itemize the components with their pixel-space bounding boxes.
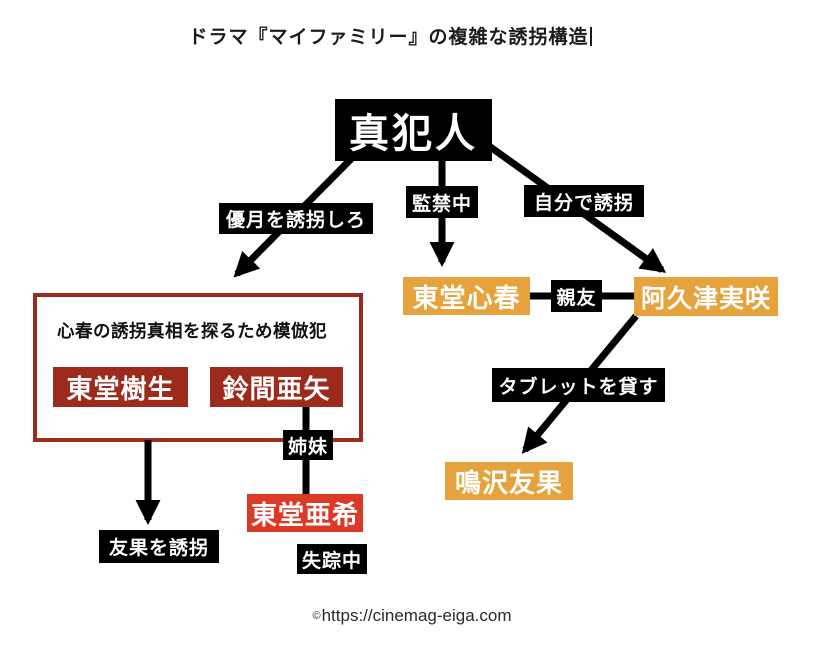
node-todo-mikio: 東堂樹生 xyxy=(53,367,188,407)
credit-url: https://cinemag-eiga.com xyxy=(321,606,512,625)
page-title-text: ドラマ『マイファミリー』の複雑な誘拐構造 xyxy=(188,27,589,48)
text-cursor xyxy=(589,27,592,46)
credit: ©https://cinemag-eiga.com xyxy=(0,606,824,626)
edge-label-sisters: 姉妹 xyxy=(283,430,333,460)
edge-label-best-friend: 親友 xyxy=(551,280,602,312)
page-title: ドラマ『マイファミリー』の複雑な誘拐構造 xyxy=(0,22,780,49)
edge-label-confined: 監禁中 xyxy=(406,186,478,218)
node-todo-koharu: 東堂心春 xyxy=(403,277,530,315)
node-true-culprit: 真犯人 xyxy=(335,99,492,161)
edge-label-kidnap-yuzuki: 優月を誘拐しろ xyxy=(219,203,373,234)
edge-label-lend-tablet: タブレットを貸す xyxy=(492,368,665,402)
copycat-group-caption: 心春の誘拐真相を探るため模倣犯 xyxy=(57,321,327,341)
node-narusawa-yuka: 鳴沢友果 xyxy=(445,462,573,500)
edge-label-kidnap-yuka: 友果を誘拐 xyxy=(99,530,219,563)
node-todo-aki: 東堂亜希 xyxy=(247,494,363,532)
edge-label-missing: 失踪中 xyxy=(297,544,367,574)
node-suzuma-aya: 鈴間亜矢 xyxy=(210,367,343,407)
copyright-symbol: © xyxy=(312,610,321,622)
edge-label-self-kidnap: 自分で誘拐 xyxy=(524,185,644,217)
node-akutsu-misaki: 阿久津実咲 xyxy=(634,277,778,316)
